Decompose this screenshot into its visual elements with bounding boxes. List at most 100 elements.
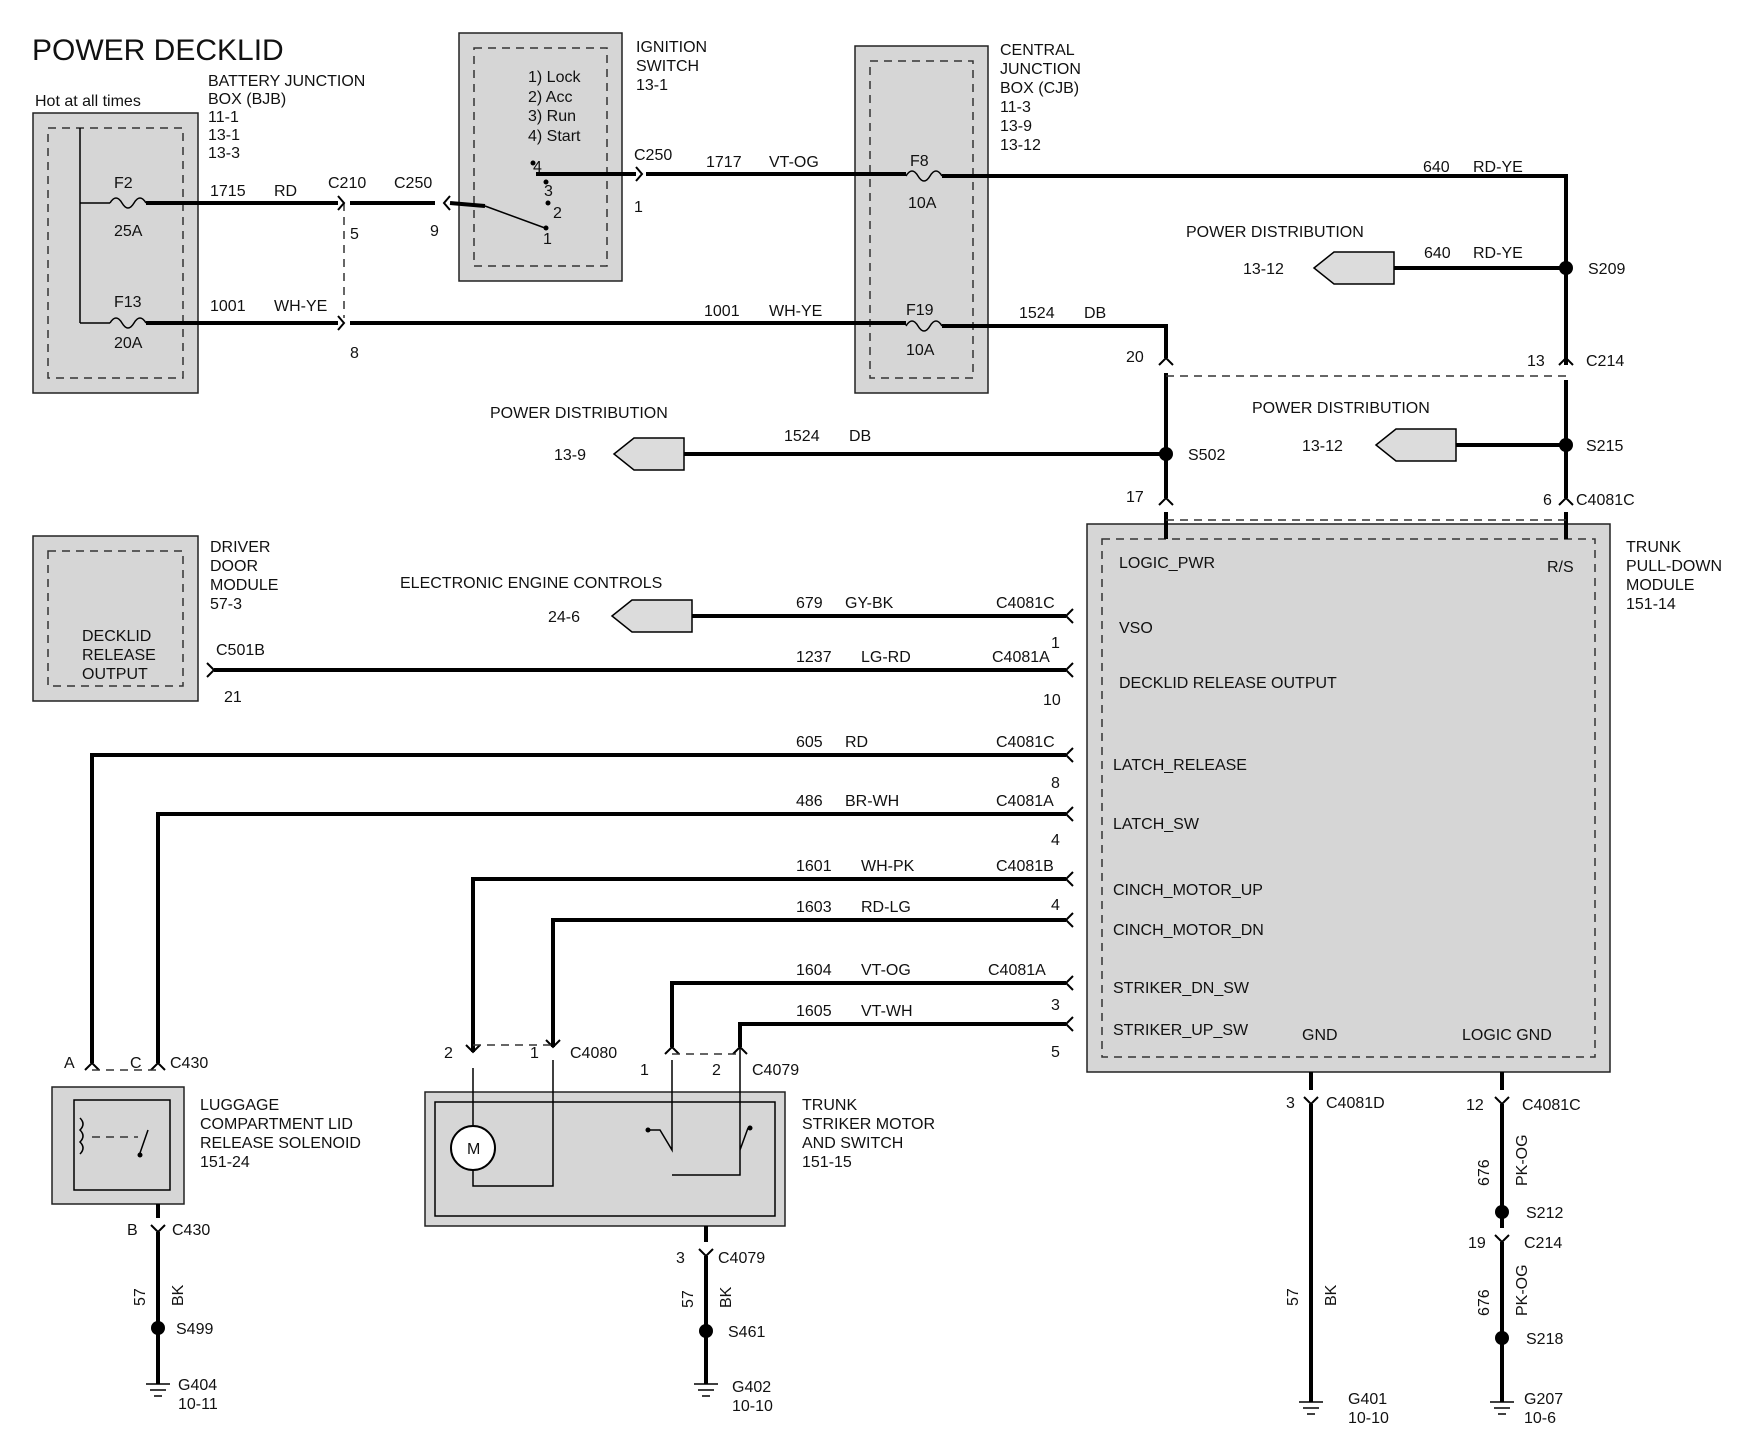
c4081c-name-c: C4081C (996, 734, 1055, 751)
c214-name-a: C214 (1586, 353, 1624, 370)
c4081b-name: C4081B (996, 858, 1054, 875)
pin-cinch-motor-up: CINCH_MOTOR_UP (1113, 882, 1263, 899)
c4081c-name-b: C4081C (996, 595, 1055, 612)
ground-g207-icon (1490, 1401, 1514, 1415)
striker-contact-up-icon (747, 1125, 753, 1131)
c214-name-b: C214 (1524, 1235, 1562, 1252)
c250-pin9: 9 (430, 223, 439, 240)
wire-1524a-color: DB (1084, 305, 1106, 322)
c4079-pin2-chevron (732, 1045, 748, 1055)
svg-text:3: 3 (544, 183, 553, 200)
pd-flag-3 (1374, 428, 1457, 462)
striker-common (672, 1150, 741, 1176)
splice-s218-label: S218 (1526, 1331, 1563, 1348)
bjb-label-1: BATTERY JUNCTION (208, 73, 365, 90)
ign-inner-outline (473, 47, 608, 267)
pd-2-ref: 13-9 (554, 447, 586, 464)
wire-1237-color: LG-RD (861, 649, 911, 666)
c4081a-name-a: C4081A (992, 649, 1050, 666)
solenoid-label-1: LUGGAGE (200, 1097, 279, 1114)
solenoid-switch-icon (139, 1129, 149, 1154)
pin-striker-up-sw: STRIKER_UP_SW (1113, 1022, 1249, 1039)
ground-points: G404 10-11 G402 10-10 G401 10-10 G207 10… (146, 1377, 1563, 1427)
striker-label-3: AND SWITCH (802, 1135, 903, 1152)
wire-486 (156, 812, 1066, 1063)
fuse-f19-rating: 10A (906, 342, 935, 359)
c430-name-a: C430 (170, 1055, 208, 1072)
ddm-label-2: DOOR (210, 558, 258, 575)
ign-switch-arm (484, 205, 546, 229)
pin-cinch-motor-dn: CINCH_MOTOR_DN (1113, 922, 1264, 939)
pd-2-label: POWER DISTRIBUTION (490, 405, 668, 422)
c4079-pin3-chevron (698, 1248, 714, 1258)
striker-label-4: 151-15 (802, 1154, 852, 1171)
c4081a-pin4: 4 (1051, 832, 1060, 849)
wire-486-circuit: 486 (796, 793, 823, 810)
wire-640b-circuit: 640 (1424, 245, 1451, 262)
motor-lead-dn (472, 1060, 554, 1187)
wire-1001a-circuit: 1001 (210, 298, 246, 315)
connector-symbols (84, 166, 1574, 1258)
wire-1601 (471, 877, 1066, 1052)
c4081a-name-b: C4081A (996, 793, 1054, 810)
striker-dn-switch (648, 1060, 673, 1153)
splice-s215 (1559, 438, 1573, 452)
splice-s215-label: S215 (1586, 438, 1623, 455)
c4081c-pin1-chevron (1064, 608, 1074, 624)
c4081a-pin10: 10 (1043, 692, 1061, 709)
splice-s499 (151, 1321, 165, 1335)
splice-s461-label: S461 (728, 1324, 765, 1341)
c4080-pin2: 2 (444, 1045, 453, 1062)
cjb-label-4: 11-3 (1000, 99, 1031, 116)
bjb-label-2: BOX (BJB) (208, 91, 286, 108)
page-title: POWER DECKLID (32, 34, 284, 67)
striker-contact-dn-icon (645, 1127, 651, 1133)
splice-s212-label: S212 (1526, 1205, 1563, 1222)
ignition-switch: IGNITION SWITCH 13-1 1) Lock 2) Acc 3) R… (458, 32, 707, 282)
wire-1605 (738, 1022, 1066, 1047)
c4081d-name: C4081D (1326, 1095, 1385, 1112)
cjb-label-3: BOX (CJB) (1000, 80, 1079, 97)
c4081c-pin12-chevron (1494, 1096, 1510, 1106)
solenoid-label-2: COMPARTMENT LID (200, 1116, 353, 1133)
ddm-label-3: MODULE (210, 577, 278, 594)
svg-text:1: 1 (543, 231, 552, 248)
fuse-f13-rating: 20A (114, 335, 143, 352)
ground-g402-name: G402 (732, 1379, 771, 1396)
wire-1717-color: VT-OG (769, 154, 819, 171)
wire-1001b-color: WH-YE (769, 303, 822, 320)
ground-g404-name: G404 (178, 1377, 217, 1394)
connector-labels: C210 5 8 C250 9 C250 1 C501B 21 20 13 C2… (64, 147, 1635, 1267)
vwire-676-a-circuit: 676 (1476, 1159, 1493, 1186)
vwire-676-b-circuit: 676 (1476, 1289, 1493, 1316)
wire-1604-circuit: 1604 (796, 962, 832, 979)
c214-pin20-chevron (1158, 356, 1174, 366)
c4081a-pin5-chevron (1064, 1016, 1074, 1032)
c4081a-pin3-chevron (1064, 975, 1074, 991)
c210-pin8-chevron (337, 315, 346, 331)
splice-points: S209 S502 S215 S212 S218 S499 S461 (151, 261, 1625, 1348)
ign-label-3: 13-1 (636, 77, 668, 94)
wire-1603-circuit: 1603 (796, 899, 832, 916)
ddm-inner-label-1: DECKLID (82, 628, 151, 645)
c430-pinB-chevron (150, 1224, 166, 1234)
cjb-body (854, 45, 989, 394)
wire-1715-color: RD (274, 183, 297, 200)
pd-flag-4 (610, 599, 693, 633)
wire-1001a-color: WH-YE (274, 298, 327, 315)
ground-g404-icon (146, 1383, 170, 1397)
c4081c-pin8-chevron (1064, 747, 1074, 763)
ign-position-run: 3) Run (528, 108, 576, 125)
ground-g401-icon (1299, 1401, 1323, 1415)
bjb-body (32, 112, 199, 394)
splice-s209-label: S209 (1588, 261, 1625, 278)
tpm-label-3: MODULE (1626, 577, 1694, 594)
central-junction-box: CENTRAL JUNCTION BOX (CJB) 11-3 13-9 13-… (854, 42, 1081, 394)
solenoid-inner-outline (73, 1099, 171, 1191)
vwire-57-a-color: BK (170, 1284, 187, 1306)
splice-s502-label: S502 (1188, 447, 1225, 464)
fuse-f2-icon (109, 197, 147, 209)
striker-label-2: STRIKER MOTOR (802, 1116, 935, 1133)
c4079-name-b: C4079 (718, 1250, 765, 1267)
pin-logic-gnd: LOGIC GND (1462, 1027, 1552, 1044)
